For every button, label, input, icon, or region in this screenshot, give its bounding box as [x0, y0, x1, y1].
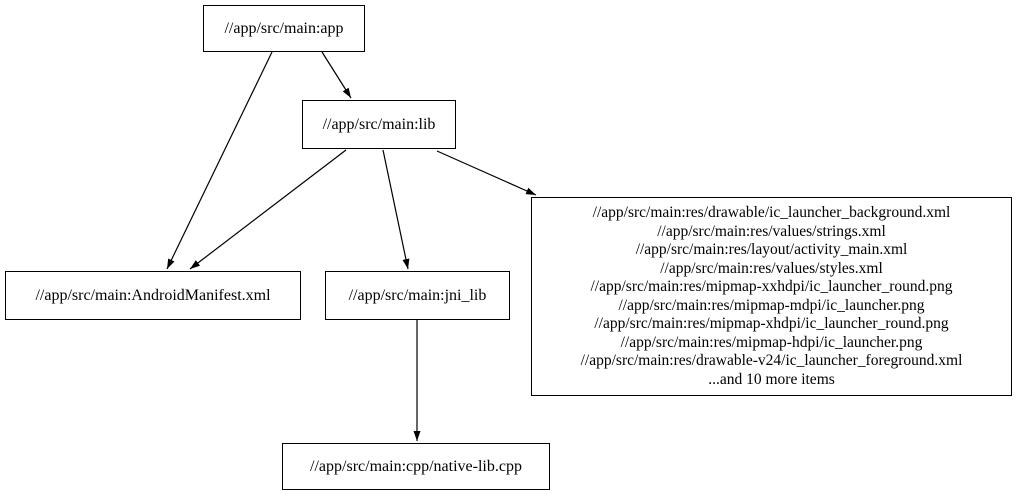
node-android-manifest-label: //app/src/main:AndroidManifest.xml — [35, 286, 271, 304]
edge-lib-to-jni-lib — [382, 149, 410, 270]
res-file-label: //app/src/main:res/mipmap-xhdpi/ic_launc… — [594, 315, 949, 332]
res-file-label: //app/src/main:res/layout/activity_main.… — [635, 241, 908, 258]
edge-app-to-lib — [321, 51, 352, 99]
res-more-items-label: ...and 10 more items — [708, 370, 835, 388]
node-android-manifest: //app/src/main:AndroidManifest.xml — [5, 271, 301, 320]
res-file-label: //app/src/main:res/drawable/ic_launcher_… — [592, 204, 951, 221]
node-lib-target: //app/src/main:lib — [302, 100, 456, 149]
node-app-target: //app/src/main:app — [203, 5, 365, 52]
res-file-label: //app/src/main:res/mipmap-hdpi/ic_launch… — [620, 333, 923, 351]
res-file-label: //app/src/main:res/drawable-v24/ic_launc… — [580, 352, 963, 369]
node-lib-label: //app/src/main:lib — [322, 115, 436, 133]
node-app-label: //app/src/main:app — [224, 19, 344, 37]
edge-lib-to-manifest — [189, 149, 347, 270]
res-file-label: //app/src/main:res/values/strings.xml — [657, 222, 886, 240]
node-native-cpp-label: //app/src/main:cpp/native-lib.cpp — [310, 457, 522, 475]
edge-lib-to-res-group — [436, 150, 537, 196]
res-file-label: //app/src/main:res/mipmap-xxhdpi/ic_laun… — [590, 278, 953, 295]
edge-app-to-manifest — [166, 51, 273, 270]
node-native-cpp: //app/src/main:cpp/native-lib.cpp — [282, 443, 550, 490]
node-jni-lib-label: //app/src/main:jni_lib — [348, 286, 487, 304]
node-jni-lib: //app/src/main:jni_lib — [325, 271, 510, 320]
res-file-label: //app/src/main:res/mipmap-mdpi/ic_launch… — [618, 296, 925, 314]
res-file-label: //app/src/main:res/values/styles.xml — [660, 259, 883, 277]
node-res-group: //app/src/main:res/drawable/ic_launcher_… — [531, 197, 1012, 396]
